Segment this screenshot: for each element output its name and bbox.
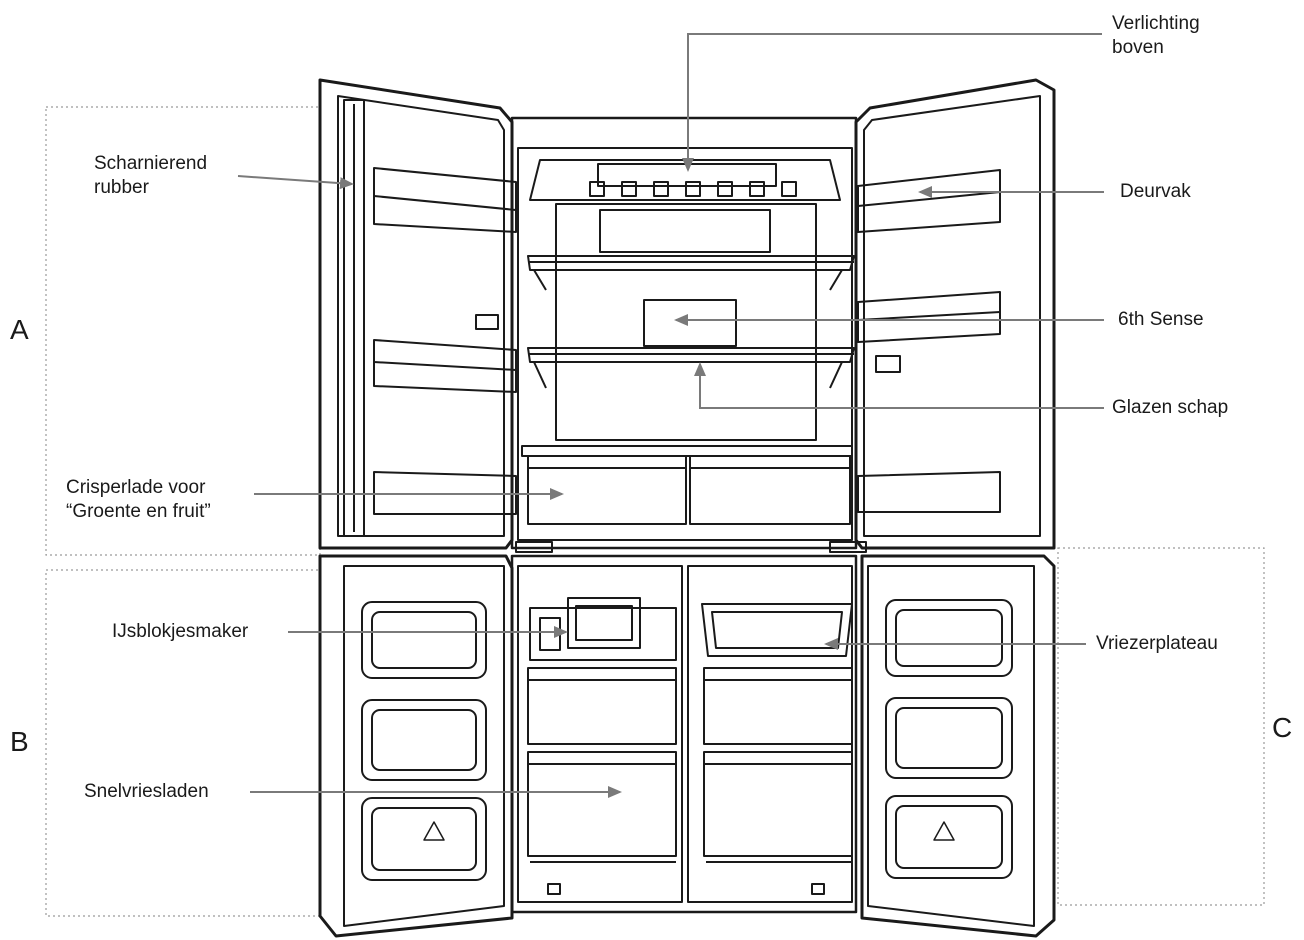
zone-c-box (1057, 547, 1265, 906)
freezer-drawer-1 (527, 667, 677, 745)
label-top-light: Verlichting boven (1112, 13, 1200, 58)
right-upper-door (854, 78, 1056, 550)
left-lower-door (318, 554, 514, 938)
zone-label-c: C (1272, 712, 1293, 743)
label-glass-shelf: Glazen schap (1112, 397, 1229, 418)
crisper-drawer-left (527, 455, 687, 525)
label-ice-maker: IJsblokjesmaker (112, 621, 249, 642)
door-bin-left-3 (373, 471, 517, 515)
door-bin-left-1 (373, 167, 517, 233)
door-bin-right-2 (857, 291, 1001, 343)
left-upper-door (318, 78, 517, 550)
label-sixth-sense: 6th Sense (1118, 309, 1204, 330)
crisper-shelf (521, 445, 853, 457)
arrow-glass-shelf (694, 362, 1104, 409)
crisper-drawer-right (689, 455, 851, 525)
right-lower-door (860, 554, 1056, 938)
ice-maker-unit (529, 597, 677, 661)
fridge-cabinet (510, 116, 858, 550)
sixth-sense-panel (643, 299, 737, 347)
label-freezer-tray: Vriezerplateau (1096, 633, 1218, 654)
light-grille (589, 181, 797, 197)
leader-arrows (237, 33, 1104, 798)
glass-shelf-2 (527, 347, 855, 363)
freezer-tray-shape (701, 603, 853, 657)
label-crisper: Crisperlade voor “Groente en fruit” (66, 477, 211, 522)
door-bin-right-1 (857, 169, 1001, 233)
freezer-drawer-2 (527, 751, 677, 857)
zone-boxes (45, 106, 1265, 917)
door-bin-right-3 (857, 471, 1001, 513)
glass-shelf-1 (527, 255, 855, 271)
label-door-bin: Deurvak (1120, 181, 1191, 202)
arrow-top-light (682, 33, 1102, 172)
zone-label-a: A (10, 314, 29, 345)
freezer-cabinet (510, 554, 858, 914)
door-bin-left-2 (373, 339, 517, 393)
label-hinged-rubber: Scharnierend rubber (94, 153, 208, 198)
zone-label-b: B (10, 726, 29, 757)
hinged-rubber-strip (343, 99, 365, 537)
arrow-hinged-rubber (237, 175, 354, 190)
label-fast-freeze: Snelvriesladen (84, 781, 209, 802)
zone-a-box (45, 106, 321, 556)
